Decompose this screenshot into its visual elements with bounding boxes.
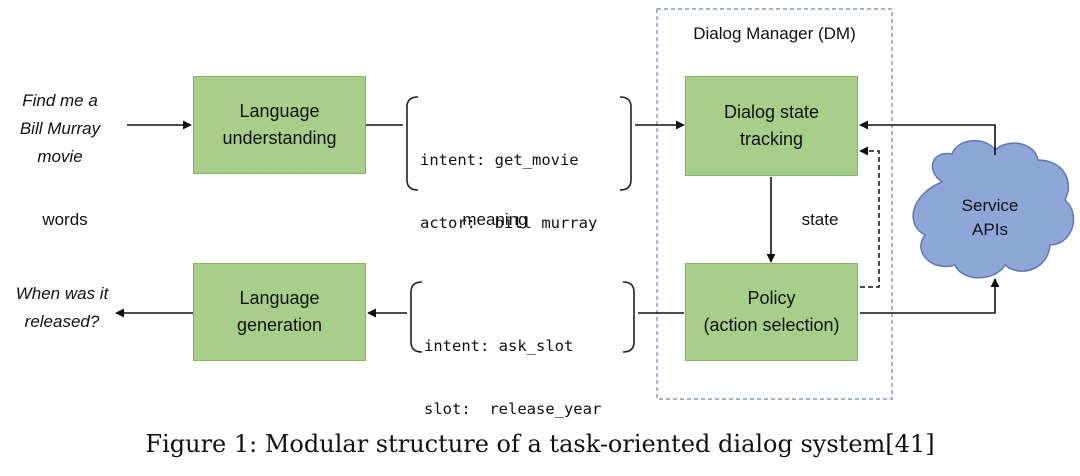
user-input-line: movie — [37, 147, 83, 166]
frame-line: intent: ask_slot — [424, 337, 574, 355]
bottom-frame-right-bracket — [622, 281, 635, 353]
user-input-text: Find me a Bill Murray movie — [5, 87, 115, 171]
box-line: tracking — [739, 129, 804, 149]
box-line: Language — [239, 288, 320, 308]
arrow-policy-to-dst-dashed — [859, 146, 880, 288]
policy-box: Policy (action selection) — [685, 263, 858, 361]
box-line: Dialog state — [723, 102, 820, 122]
box-line: Language — [239, 101, 320, 121]
meaning-label: meaning — [462, 210, 528, 229]
bottom-semantic-frame: intent: ask_slot slot: release_year — [424, 294, 601, 462]
box-line: generation — [236, 315, 323, 335]
state-label: state — [801, 210, 839, 229]
language-generation-box: Language generation — [193, 263, 366, 361]
dialog-manager-border — [656, 8, 893, 400]
dialog-manager-label: Dialog Manager (DM) — [693, 24, 856, 43]
dialog-state-tracking-box: Dialog state tracking — [685, 76, 858, 176]
box-line: Policy — [747, 288, 796, 308]
arrow-cloud-to-dst — [859, 120, 996, 155]
cloud-line: APIs — [972, 220, 1008, 239]
words-label: words — [42, 210, 88, 229]
system-output-line: When was it — [15, 284, 109, 303]
user-input-line: Bill Murray — [19, 119, 101, 138]
frame-line: slot: release_year — [424, 400, 602, 418]
system-output-text: When was it released? — [0, 280, 124, 336]
user-input-line: Find me a — [22, 91, 98, 110]
service-apis-label: Service APIs — [945, 194, 1035, 242]
bottom-frame-left-bracket — [410, 281, 423, 353]
box-line: understanding — [222, 128, 337, 148]
box-line: (action selection) — [703, 315, 840, 335]
service-apis-cloud — [912, 140, 1075, 279]
top-frame-right-bracket — [619, 96, 632, 191]
top-semantic-frame: intent: get_movie actor: bill murray — [420, 108, 597, 276]
system-output-line: released? — [24, 312, 100, 331]
arrow-policy-to-cloud — [860, 278, 1000, 314]
frame-line: actor: bill murray — [420, 214, 598, 232]
figure-caption: Figure 1: Modular structure of a task-or… — [145, 430, 935, 458]
cloud-line: Service — [961, 196, 1019, 215]
top-frame-left-bracket — [406, 96, 419, 191]
frame-line: intent: get_movie — [420, 151, 579, 169]
language-understanding-box: Language understanding — [193, 76, 366, 174]
